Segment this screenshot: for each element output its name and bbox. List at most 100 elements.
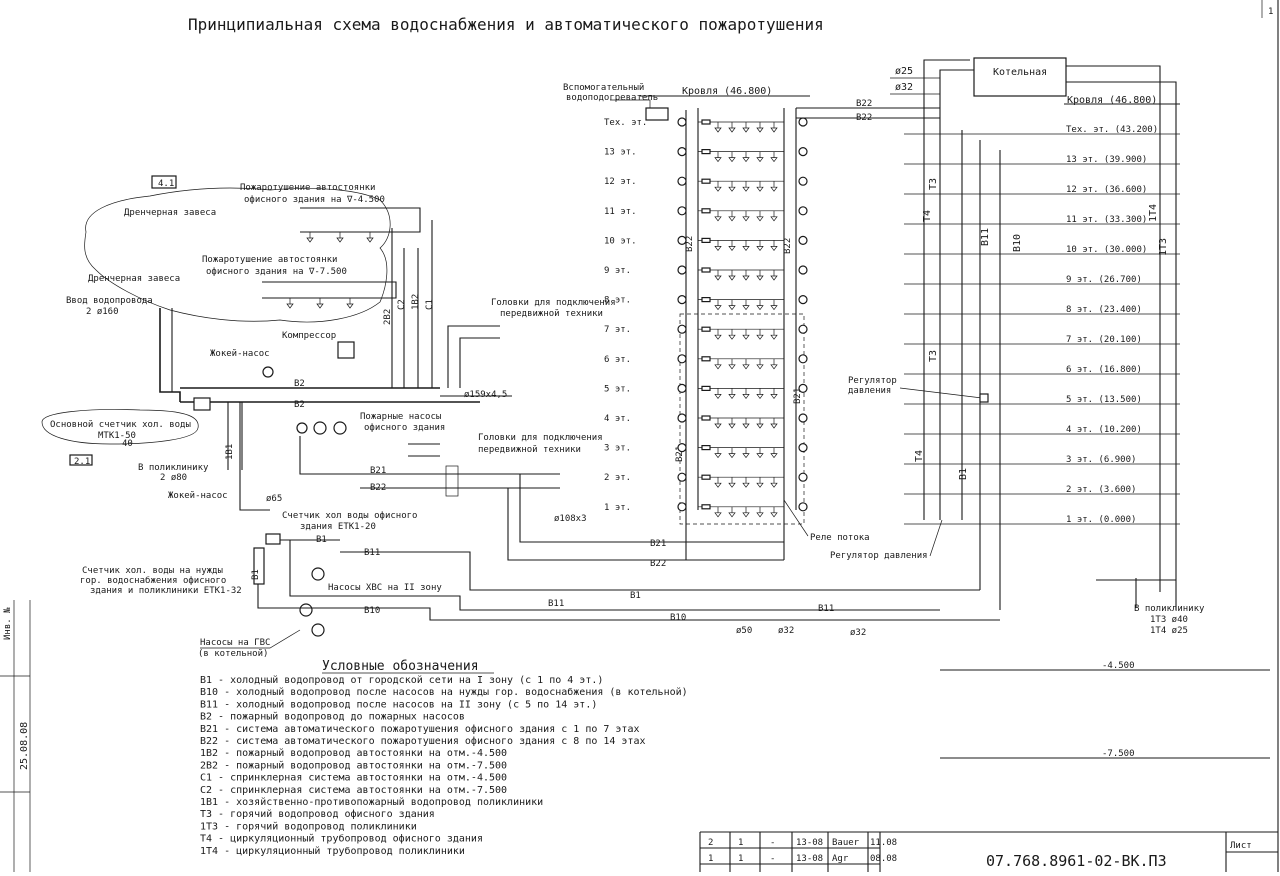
sprinkler-head-icon xyxy=(714,127,722,133)
ref-2-1-box xyxy=(69,454,93,466)
sprinkler-head-icon xyxy=(728,186,736,192)
floor-label-left: Тех. эт. xyxy=(604,118,647,128)
legend-item: В2 - пожарный водопровод до пожарных нас… xyxy=(200,711,465,723)
sprinkler-head-icon xyxy=(756,394,764,399)
pipe-b10-main xyxy=(380,607,1000,621)
sprinkler-head-icon xyxy=(728,275,736,281)
flow-switch-icon xyxy=(701,445,711,451)
building-risers: Кровля (46.800) Вспомогательный водоподо… xyxy=(563,83,940,560)
office-meter-symbol xyxy=(265,533,281,545)
sprinkler-head-icon xyxy=(714,423,722,429)
sprinkler-head-icon xyxy=(714,186,722,192)
margin-inv: Инв. № xyxy=(3,607,13,640)
fire-pump-1-symbol xyxy=(313,421,327,435)
inlet-pipe xyxy=(159,308,181,402)
sprinkler-head-icon xyxy=(756,512,764,518)
to-clinic-right-t3: 1Т3 ø40 xyxy=(1150,615,1188,625)
fire-valve-right-icon xyxy=(798,413,808,423)
sprinkler-head-icon xyxy=(728,512,736,518)
sprinkler-head-icon xyxy=(742,482,750,488)
riser-label-t4: Т4 xyxy=(922,210,933,222)
sprinkler-head-icon xyxy=(756,157,764,163)
pipe-label-b22-top: В22 xyxy=(856,99,872,109)
riser-label-1t4: 1Т4 xyxy=(1148,204,1159,222)
floor-label-left: 12 эт. xyxy=(604,177,637,187)
sprinkler-head-icon xyxy=(742,364,750,370)
sprinkler-head-icon xyxy=(714,246,722,251)
fire-valve-left-icon xyxy=(677,147,687,157)
sprinkler-head-icon xyxy=(714,453,722,459)
sprinkler-head-icon xyxy=(728,394,736,399)
legend-item: 2В2 - пожарный водопровод автостоянки на… xyxy=(200,759,507,771)
sprinkler-head-icon xyxy=(714,482,722,488)
riser-label-t4-lower: Т4 xyxy=(914,450,925,462)
gvs-pump-1-symbol xyxy=(299,603,313,617)
floor-label-left: 3 эт. xyxy=(604,444,631,454)
sprinkler-head-icon xyxy=(728,423,736,429)
stamp-cell: 11.08 xyxy=(870,838,897,848)
pressure-regulator-label-b: давления xyxy=(848,386,891,396)
riser-label-b1-lower: В1 xyxy=(958,468,969,480)
riser-label-b22-right: В22 xyxy=(783,238,793,254)
elevation-label: 9 эт. (26.700) xyxy=(1066,275,1142,285)
pipe-d108-label: ø108x3 xyxy=(554,514,587,524)
pipe-d32a-label: ø32 xyxy=(778,626,794,636)
compressor-label: Компрессор xyxy=(282,331,336,341)
flow-switch-icon xyxy=(701,504,711,510)
riser-label-2b2: 2В2 xyxy=(383,309,393,325)
legend-item: Т4 - циркуляционный трубопровод офисного… xyxy=(200,833,483,845)
riser-label-t3-lower: Т3 xyxy=(928,350,939,362)
fire-valve-left-icon xyxy=(677,443,687,453)
elevation-label: 13 эт. (39.900) xyxy=(1066,155,1147,165)
gen-meter-label-2: гор. водоснабжения офисного xyxy=(80,575,226,586)
fire-valve-right-icon xyxy=(798,295,808,305)
legend-item: 1В2 - пожарный водопровод автостоянки на… xyxy=(200,747,507,759)
pressure-regulator-1-leader xyxy=(929,519,943,557)
parking-zone-outline xyxy=(84,187,391,323)
sprinkler-head-icon xyxy=(366,237,374,243)
fire-valve-right-icon xyxy=(798,443,808,453)
flow-switch-icon xyxy=(701,208,711,214)
sprinkler-head-icon xyxy=(756,423,764,429)
stamp-cell: 1 xyxy=(738,838,743,848)
fire-valve-right-icon xyxy=(798,324,808,334)
sprinkler-head-icon xyxy=(714,364,722,370)
sprinkler-head-icon xyxy=(742,394,750,399)
sprinkler-head-icon xyxy=(770,246,778,251)
floor-rows: Тех. эт.13 эт.12 эт.11 эт.10 эт.9 эт.8 э… xyxy=(604,117,808,518)
sprinkler-head-icon xyxy=(728,246,736,251)
floor-label-left: 11 эт. xyxy=(604,207,637,217)
fire-parking-1-label-b: офисного здания на ∇-4.500 xyxy=(244,195,385,205)
sheet-label: Лист xyxy=(1230,841,1252,851)
aux-heater-label-2: водоподогреватель xyxy=(566,93,658,103)
pipe-b21-out xyxy=(299,436,560,475)
main-meter-callout xyxy=(41,409,199,445)
fire-valve-left-icon xyxy=(677,354,687,364)
document-code: 07.768.8961-02-ВК.ПЗ xyxy=(986,852,1167,870)
boiler-room-box xyxy=(973,57,1067,97)
fire-valve-left-icon xyxy=(677,117,687,127)
to-clinic-right-label: В поликлинику xyxy=(1134,604,1205,614)
riser-label-b10: В10 xyxy=(1012,234,1023,252)
sprinkler-head-icon xyxy=(286,303,294,309)
to-clinic-size: 2 ø80 xyxy=(160,473,187,483)
sprinkler-head-icon xyxy=(770,305,778,311)
flow-switch-icon xyxy=(701,297,711,303)
sprinkler-head-icon xyxy=(742,216,750,222)
level-label-7500: -7.500 xyxy=(1102,749,1135,759)
flow-switch-icon xyxy=(701,267,711,273)
water-inlet-size: 2 ø160 xyxy=(86,307,119,317)
sprinkler-head-icon xyxy=(742,127,750,133)
fire-valve-right-icon xyxy=(798,472,808,482)
stamp-cell: 08.08 xyxy=(870,854,897,864)
sprinkler-head-icon xyxy=(728,334,736,340)
sprinkler-head-icon xyxy=(742,512,750,518)
sprinkler-head-icon xyxy=(756,246,764,251)
pipe-label-b22-top2: В22 xyxy=(856,113,872,123)
flow-switch-icon xyxy=(701,119,711,125)
sprinkler-heads xyxy=(286,232,374,309)
margin-date: 25.08.08 xyxy=(19,722,30,770)
gvs-pumps-leader xyxy=(200,629,301,649)
elevation-label: 12 эт. (36.600) xyxy=(1066,185,1147,195)
